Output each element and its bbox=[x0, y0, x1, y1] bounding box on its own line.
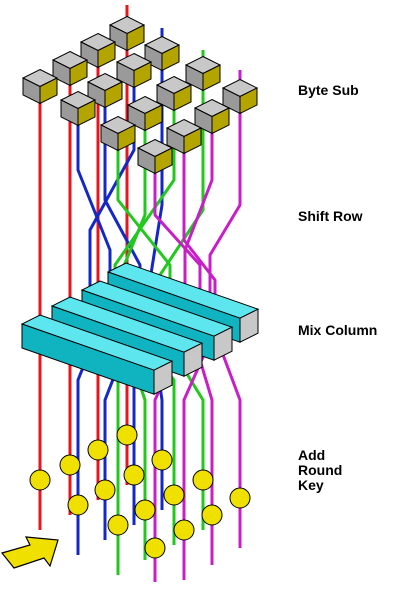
state-wires-back bbox=[38, 5, 242, 582]
byte-sub-boxes bbox=[21, 15, 259, 175]
sbox-cube-icon bbox=[165, 118, 203, 155]
add-round-key-label: Add Round Key bbox=[298, 447, 343, 493]
sbox-cube-icon bbox=[115, 52, 153, 89]
input-arrow-icon bbox=[0, 536, 59, 569]
round-key-node-icon bbox=[59, 454, 81, 476]
mix-column-label: Mix Column bbox=[298, 322, 378, 338]
sbox-cube-icon bbox=[21, 68, 59, 105]
round-key-node-icon bbox=[173, 519, 195, 541]
mix-column-block bbox=[20, 314, 174, 396]
sbox-cube-icon bbox=[86, 72, 124, 109]
state-wire bbox=[208, 70, 242, 498]
round-key-node-icon bbox=[29, 469, 51, 491]
state-wire bbox=[153, 145, 202, 548]
round-key-nodes bbox=[29, 424, 251, 559]
byte-sub-label: Byte Sub bbox=[298, 82, 359, 98]
round-key-node-icon bbox=[134, 499, 156, 521]
state-wire bbox=[183, 105, 214, 515]
mix-column-blocks bbox=[20, 262, 260, 396]
round-key-node-icon bbox=[201, 504, 223, 526]
round-key-node-icon bbox=[192, 469, 214, 491]
sbox-cube-icon bbox=[79, 32, 117, 69]
round-key-node-icon bbox=[107, 514, 129, 536]
sbox-cube-icon bbox=[99, 115, 137, 152]
shift-row-label: Shift Row bbox=[298, 208, 363, 224]
sbox-cube-icon bbox=[59, 90, 97, 127]
round-key-node-icon bbox=[163, 484, 185, 506]
sbox-cube-icon bbox=[108, 15, 146, 52]
sbox-cube-icon bbox=[193, 98, 231, 135]
round-key-node-icon bbox=[229, 487, 251, 509]
round-key-node-icon bbox=[116, 424, 138, 446]
round-key-node-icon bbox=[123, 464, 145, 486]
round-key-node-icon bbox=[87, 439, 109, 461]
sbox-cube-icon bbox=[136, 138, 174, 175]
round-key-node-icon bbox=[144, 537, 166, 559]
round-key-node-icon bbox=[67, 494, 89, 516]
round-key-node-icon bbox=[151, 449, 173, 471]
round-key-node-icon bbox=[94, 479, 116, 501]
